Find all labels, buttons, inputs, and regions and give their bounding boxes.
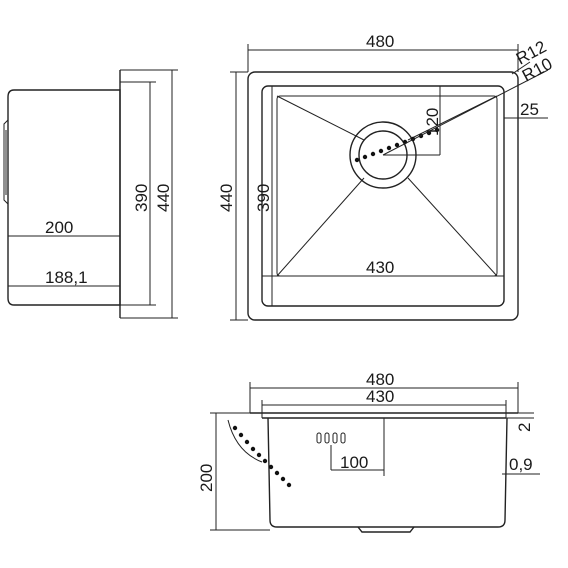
top-view: 480 430 440 390 120 R12 R10 25	[217, 32, 555, 321]
side-height-inner-label: 390	[132, 184, 151, 212]
front-section-dots	[232, 425, 292, 488]
front-wall-thickness-label: 0,9	[509, 455, 533, 474]
top-fold-line-br	[407, 177, 498, 277]
side-depth-bottom-label: 188,1	[45, 268, 88, 287]
top-radius-leader	[382, 69, 549, 156]
front-width-outer-label: 480	[366, 370, 394, 389]
top-fold-line-tr	[407, 95, 498, 141]
top-rim-width-label: 25	[520, 100, 539, 119]
side-basin-profile	[7, 89, 121, 306]
side-view: 200 188,1 390 440	[3, 69, 178, 319]
top-height-outer-label: 440	[217, 184, 236, 212]
front-overflow-slots	[316, 432, 346, 444]
top-width-inner-label: 430	[366, 258, 394, 277]
top-fold-line-tl	[276, 95, 365, 141]
top-radius-r12-leader	[511, 61, 531, 75]
front-basin-body	[267, 417, 508, 528]
top-width-outer-label: 480	[366, 32, 394, 51]
top-outer-rim	[247, 71, 519, 321]
front-rim-thickness-label: 2	[515, 423, 534, 432]
front-drain-bottom	[357, 526, 415, 533]
front-width-inner-label: 430	[366, 387, 394, 406]
side-depth-top-label: 200	[45, 218, 73, 237]
front-view: 480 430 200 100 2 0,9	[197, 370, 540, 533]
side-outlet-detail	[3, 119, 9, 205]
top-height-inner-label: 390	[254, 184, 273, 212]
front-section-curve	[227, 419, 263, 463]
top-fold-line-bl	[276, 177, 365, 277]
top-bowl-bottom	[276, 95, 498, 277]
top-inner-bowl	[261, 85, 505, 307]
front-overflow-offset-label: 100	[340, 453, 368, 472]
front-depth-label: 200	[197, 464, 216, 492]
side-height-outer-label: 440	[154, 184, 173, 212]
top-drain-offset-label: 120	[423, 108, 442, 136]
